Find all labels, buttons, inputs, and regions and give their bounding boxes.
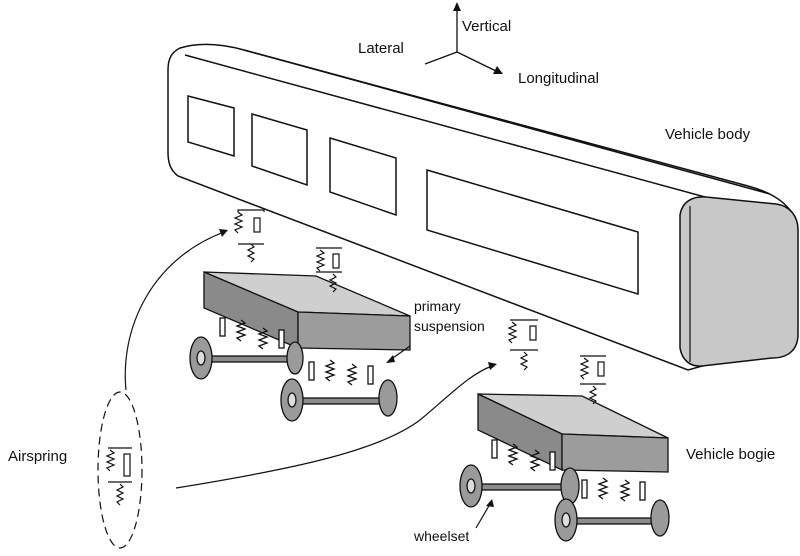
- bogie-left-front: [298, 312, 410, 350]
- vertical-label: Vertical: [462, 18, 511, 35]
- wheelset-pointer: [476, 504, 490, 528]
- body-end-cap: [680, 197, 798, 366]
- hub: [562, 513, 570, 527]
- damper: [309, 362, 314, 380]
- vehicle-bogie-label: Vehicle bogie: [686, 446, 775, 463]
- longitudinal-label: Longitudinal: [518, 70, 599, 87]
- coordinate-axes: [425, 2, 503, 74]
- wheel-right-rear-2: [561, 468, 579, 504]
- hub: [467, 479, 475, 493]
- axle-left-rear: [206, 356, 292, 362]
- wheelset-label: wheelset: [414, 528, 469, 544]
- damper: [279, 330, 284, 348]
- damper: [220, 318, 225, 336]
- damper: [368, 366, 373, 384]
- bogie-right: [460, 394, 669, 541]
- wheel-left-rear-2: [287, 342, 303, 374]
- primary-suspension-label-line1: primary: [414, 298, 461, 314]
- wheel-left-front-2: [379, 380, 397, 416]
- lateral-axis-arrow: [425, 52, 457, 64]
- airspring-ellipse: [98, 392, 142, 548]
- airspring-lower-spring: [117, 484, 123, 505]
- axle-right-rear: [476, 484, 568, 490]
- wheel-right-front-2: [651, 500, 669, 536]
- axle-right-front: [570, 518, 658, 524]
- hub: [197, 351, 205, 365]
- hub: [288, 393, 296, 407]
- spring: [326, 360, 334, 381]
- vertical-arrowhead: [453, 2, 461, 11]
- longitudinal-axis-arrow: [457, 52, 498, 72]
- vehicle-body-label: Vehicle body: [665, 126, 750, 143]
- airspring-spring: [107, 450, 114, 471]
- bogie-right-front: [562, 434, 668, 472]
- primary-suspension-label-line2: suspension: [414, 318, 485, 334]
- bogie-left: [190, 272, 410, 421]
- lateral-label: Lateral: [358, 40, 404, 57]
- airspring-damper: [124, 454, 130, 476]
- airspring-label: Airspring: [8, 448, 67, 465]
- axle-left-front: [296, 398, 388, 404]
- airspring-leader-right: [176, 366, 492, 488]
- spring: [348, 364, 356, 385]
